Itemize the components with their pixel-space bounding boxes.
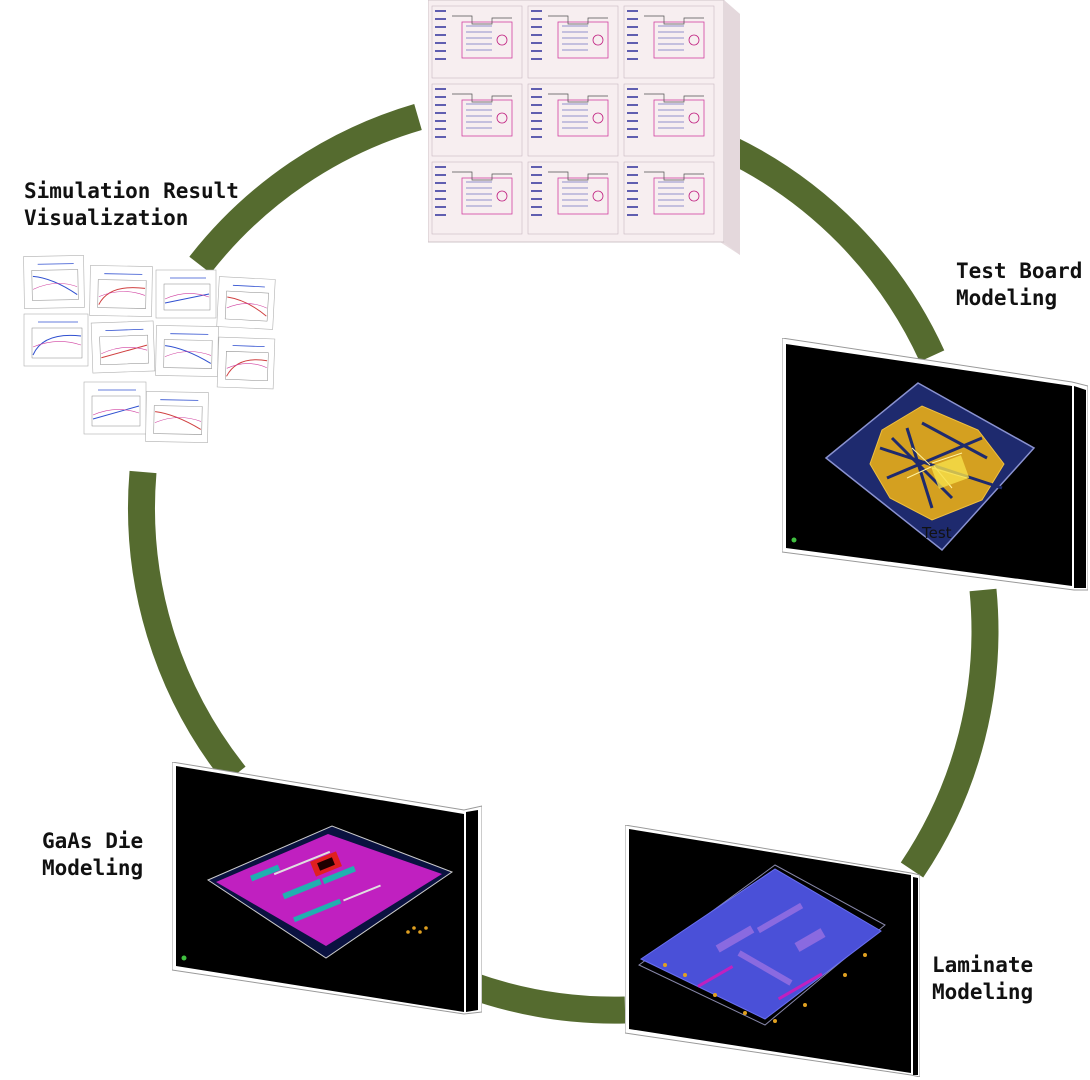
plot-thumbnail [89, 265, 153, 317]
schematic-cell [623, 5, 715, 79]
plot-thumbnail [23, 313, 89, 367]
schematic-cell [431, 161, 523, 235]
plot-cells [23, 255, 276, 443]
laminate-traces [697, 965, 823, 1001]
ring-arc-top-right [722, 135, 945, 362]
plot-thumbnail [216, 336, 276, 390]
label-line: Modeling [932, 980, 1034, 1004]
schematic-panel [428, 0, 740, 255]
schematic-cell [527, 83, 619, 157]
label-test-board: Test Board Modeling [956, 258, 1082, 312]
ring-arc-right [900, 588, 999, 878]
label-line: Visualization [24, 206, 189, 230]
plot-thumbnail [155, 325, 219, 377]
plot-thumbnail [23, 255, 85, 309]
die-white-traces [273, 850, 381, 902]
ring-arc-top-left [189, 104, 422, 274]
test-board-panel: Test [782, 338, 1088, 591]
plot-thumbnail [155, 269, 217, 319]
die-edge-dots [406, 926, 428, 934]
label-line: Simulation Result [24, 179, 239, 203]
plot-thumbnail [83, 381, 147, 435]
plot-thumbnail [216, 276, 276, 330]
plot-thumbnail [90, 320, 156, 374]
laminate-features [715, 902, 826, 986]
label-line: Laminate [932, 953, 1034, 977]
gaas-die-panel [172, 762, 482, 1015]
schematic-cell [623, 161, 715, 235]
label-gaas-die: GaAs Die Modeling [42, 828, 143, 882]
ring-arc-left [127, 470, 246, 784]
label-line: Modeling [956, 286, 1058, 310]
label-line: GaAs Die [42, 829, 144, 853]
schematic-cell [527, 161, 619, 235]
ring-arcs [127, 104, 999, 1024]
schematic-cell [431, 83, 523, 157]
label-simulation-results: Simulation Result Visualization [24, 178, 239, 232]
label-laminate: Laminate Modeling [932, 952, 1033, 1006]
schematic-cell [527, 5, 619, 79]
label-line: Test Board [956, 259, 1083, 283]
schematic-cell [431, 5, 523, 79]
ring-arc-bottom [465, 972, 626, 1024]
test-board-caption: Test [921, 524, 952, 542]
plot-thumbnail [145, 391, 209, 443]
simulation-plots-panel [23, 255, 276, 443]
laminate-panel [625, 825, 920, 1077]
label-line: Modeling [42, 856, 144, 880]
die-cyan-blocks [249, 864, 356, 923]
laminate-edge-dots [663, 953, 867, 1023]
schematic-cell [623, 83, 715, 157]
schematic-cells [431, 5, 715, 235]
